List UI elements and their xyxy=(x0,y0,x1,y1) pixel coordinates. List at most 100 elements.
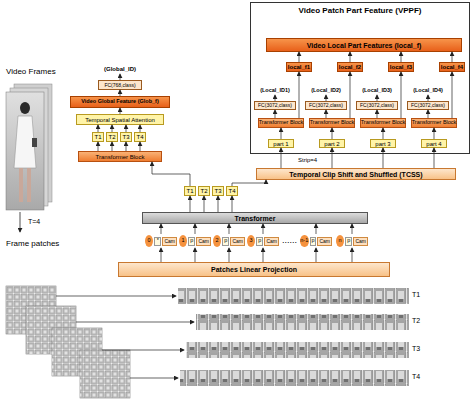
text-label: Strip=4 xyxy=(298,157,317,163)
time-box: T4 xyxy=(134,132,146,142)
person-dress xyxy=(14,116,36,168)
patch-row xyxy=(186,342,409,358)
part-box: part 4 xyxy=(421,139,447,148)
connector xyxy=(350,52,351,62)
node-text: T3 xyxy=(122,134,129,140)
transformer-block: Transformer Block xyxy=(309,118,355,128)
connector xyxy=(452,52,453,62)
text-label: T=4 xyxy=(28,218,40,225)
connector xyxy=(401,72,402,118)
time-box: T1 xyxy=(92,132,104,142)
text-label: (Global_ID) xyxy=(104,66,136,72)
patch-token: 0*Cam xyxy=(145,234,177,248)
process-box: Temporal Clip Shift and Shuffled (TCSS) xyxy=(256,168,456,180)
text-label: (Local_ID4) xyxy=(413,88,443,94)
node-text: FC(768,class) xyxy=(104,83,135,88)
patch-arrow xyxy=(102,350,184,351)
connector xyxy=(195,224,196,234)
node-text: FC(3072,class) xyxy=(309,103,343,108)
patch-token: 2pCam xyxy=(213,234,245,248)
projection-box: Patches Linear Projection xyxy=(118,262,390,277)
connector xyxy=(299,52,300,62)
patch-row xyxy=(178,288,409,304)
node-text: Transformer xyxy=(235,215,276,222)
node-text: T2 xyxy=(108,134,115,140)
patch-token: n-1pCam xyxy=(300,234,332,248)
node-text: Cam xyxy=(230,237,245,246)
patch-row xyxy=(196,314,409,330)
node-text: Transformer Block xyxy=(412,120,457,126)
connector xyxy=(140,142,141,151)
fc-box: FC(3072,class) xyxy=(407,101,449,110)
connector xyxy=(428,110,429,118)
patch-token: 3pCam xyxy=(247,234,279,248)
text-label: Frame patches xyxy=(6,240,59,248)
connector xyxy=(299,72,300,118)
node-text: local_f1 xyxy=(288,64,310,70)
time-arrow xyxy=(20,212,21,232)
connector xyxy=(195,248,196,262)
node-text: * xyxy=(154,237,161,246)
connector xyxy=(377,110,378,118)
patch-arrow xyxy=(130,378,178,379)
person-leg xyxy=(27,168,31,202)
node-text: n xyxy=(336,235,344,247)
node-text: Transformer Block xyxy=(96,154,145,160)
time-box: T2 xyxy=(106,132,118,142)
connector xyxy=(316,224,317,234)
connector xyxy=(332,128,333,139)
fc-box: FC(3072,class) xyxy=(254,101,296,110)
patch-row xyxy=(180,370,409,386)
node-text: part 2 xyxy=(324,141,339,147)
patch-token: npCam xyxy=(336,234,368,248)
text-label: T2 xyxy=(412,317,420,324)
node-text: 0 xyxy=(145,235,153,247)
connector xyxy=(316,248,317,262)
text-label: Video Frames xyxy=(6,68,56,76)
node-text: p xyxy=(188,237,195,246)
node-text: Patches Linear Projection xyxy=(211,266,297,273)
connector xyxy=(275,110,276,118)
connector xyxy=(190,196,191,212)
node-text: T1 xyxy=(94,134,101,140)
node-text: part 1 xyxy=(273,141,288,147)
connector xyxy=(263,248,264,262)
fc-box: FC(3072,class) xyxy=(356,101,398,110)
connector xyxy=(232,180,266,186)
feature-box: local_f2 xyxy=(337,62,363,72)
text-label: (Local_ID3) xyxy=(362,88,392,94)
node-text: T4 xyxy=(228,188,235,194)
node-text: FC(3072,class) xyxy=(411,103,445,108)
node-text: Video Patch Part Feature (VPPF) xyxy=(251,7,469,15)
time-box: T2 xyxy=(198,186,210,196)
connector xyxy=(352,224,353,234)
node-text: 1 xyxy=(179,235,187,247)
connector xyxy=(401,52,402,62)
patch-arrow xyxy=(76,322,194,323)
part-box: part 3 xyxy=(370,139,396,148)
connector xyxy=(152,162,190,186)
feature-box: local_f1 xyxy=(286,62,312,72)
connector xyxy=(218,196,219,212)
node-text: Cam xyxy=(196,237,211,246)
part-box: part 1 xyxy=(268,139,294,148)
text-label: ...... xyxy=(282,236,297,245)
transformer-box: Transformer xyxy=(142,212,368,224)
connector xyxy=(120,108,121,114)
patch-arrow xyxy=(56,296,176,297)
connector xyxy=(326,110,327,118)
node-text: Transformer Block xyxy=(259,120,304,126)
person-leg xyxy=(19,168,23,202)
container-box: Video Patch Part Feature (VPPF)Video Loc… xyxy=(250,2,470,154)
connector xyxy=(350,72,351,118)
connector xyxy=(161,248,162,262)
connector xyxy=(232,196,233,212)
node-text: part 4 xyxy=(426,141,441,147)
node-text: Cam xyxy=(317,237,332,246)
patch-token: 1pCam xyxy=(179,234,211,248)
node-text: Temporal Clip Shift and Shuffled (TCSS) xyxy=(289,171,422,178)
text-label: T1 xyxy=(412,291,420,298)
text-label: T3 xyxy=(412,345,420,352)
node-text: Cam xyxy=(353,237,368,246)
node-text: 3 xyxy=(247,235,255,247)
